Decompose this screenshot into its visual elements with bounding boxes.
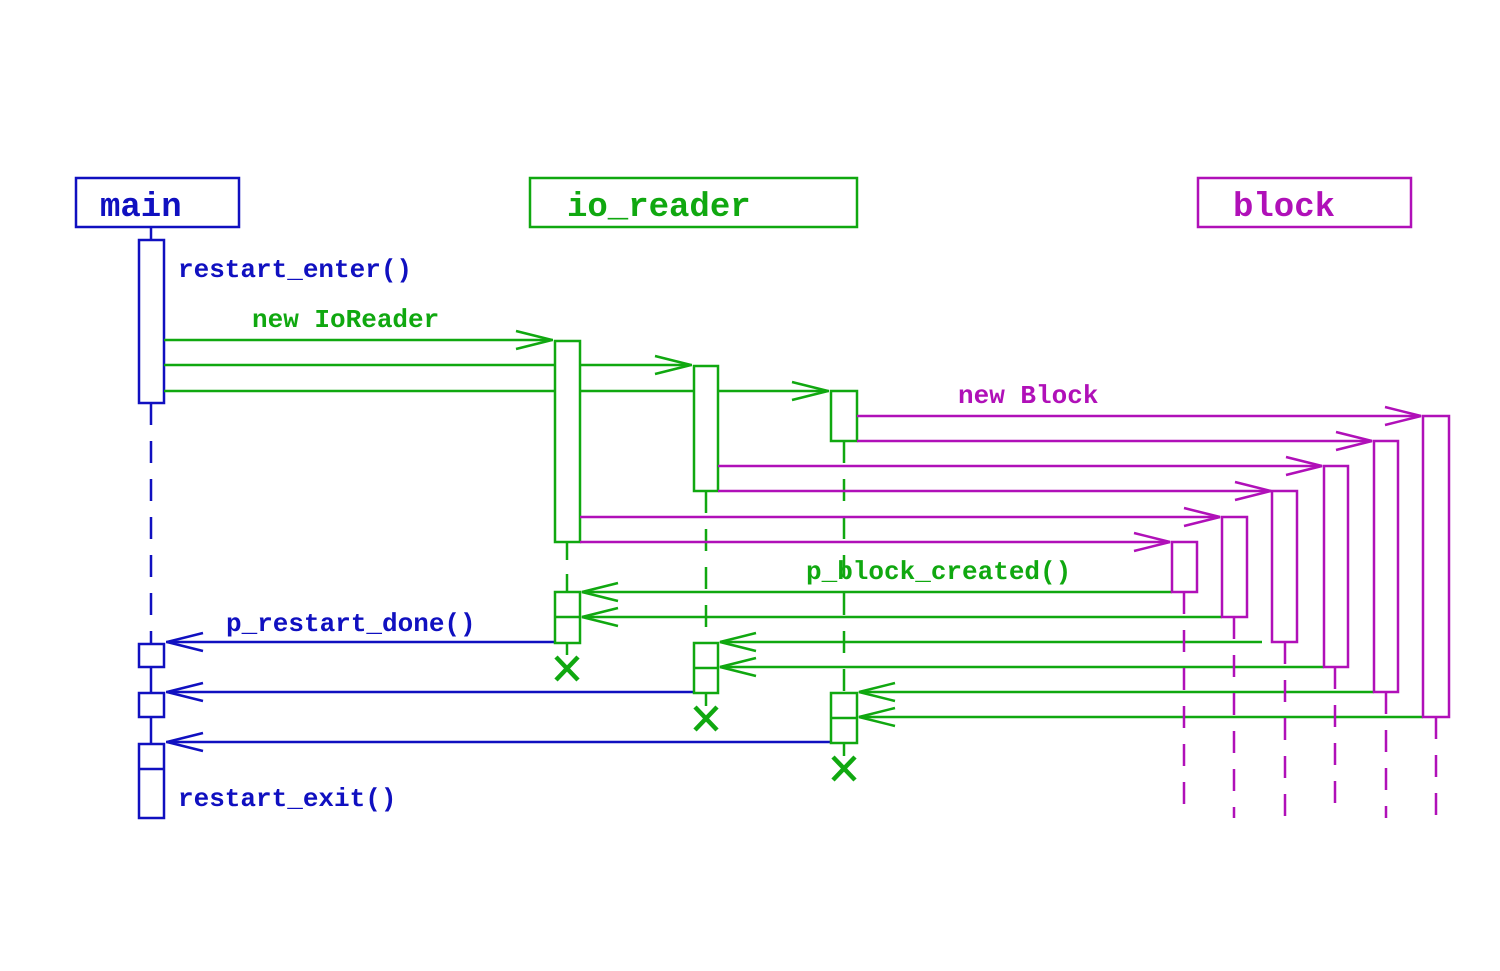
io-reader-participant-box (528, 176, 859, 229)
io-reader-labels: io_reader new IoReader p_block_created() (252, 189, 1071, 587)
block-6-activation (1421, 414, 1451, 719)
block-1-activation (1170, 540, 1199, 594)
main-group (74, 176, 831, 820)
main-activation-4 (137, 742, 166, 820)
new-block-arrowhead-3 (1285, 455, 1323, 477)
return-arrowhead-2 (166, 681, 204, 703)
new-ioreader-arrowhead-2 (654, 354, 692, 376)
new-ioreader-label: new IoReader (252, 305, 439, 335)
main-activation-2 (137, 642, 166, 669)
p-block-created-arrowhead-5 (858, 681, 896, 703)
block-participant-box (1196, 176, 1413, 229)
new-block-arrowhead-6 (1133, 531, 1171, 553)
new-block-arrowhead-5 (1183, 506, 1221, 528)
io-reader-2-activation (692, 364, 720, 493)
io-reader-group (164, 176, 1423, 782)
block-3-activation (1270, 489, 1299, 644)
io-reader-3-activation (829, 389, 859, 443)
block-4-activation (1322, 464, 1350, 669)
main-participant-label: main (100, 189, 182, 227)
io-reader-1-activation (553, 339, 582, 544)
p-block-created-arrowhead-1 (581, 581, 619, 603)
p-block-created-arrowhead-4 (719, 656, 757, 678)
new-ioreader-arrowhead-3 (791, 380, 829, 402)
new-ioreader-arrowhead-1 (515, 329, 553, 351)
block-participant-label: block (1233, 189, 1335, 227)
main-activation-1 (137, 238, 166, 405)
new-block-arrowhead-2 (1335, 430, 1373, 452)
p-block-created-arrowhead-2 (581, 606, 619, 628)
destroy-icon (554, 655, 580, 682)
main-participant-box (74, 176, 241, 229)
destroy-icon (693, 705, 719, 732)
restart-exit-label: restart_exit() (178, 784, 396, 814)
p-restart-done-label: p_restart_done() (226, 609, 476, 639)
restart-enter-label: restart_enter() (178, 255, 412, 285)
p-block-created-label: p_block_created() (806, 557, 1071, 587)
block-group (580, 176, 1451, 818)
p-block-created-arrowhead-3 (719, 631, 757, 653)
block-5-activation (1372, 439, 1400, 694)
main-activation-3 (137, 691, 166, 719)
main-labels: main restart_enter() p_restart_done() re… (100, 189, 476, 814)
return-arrowhead-1 (166, 631, 204, 653)
p-block-created-arrowhead-6 (858, 706, 896, 728)
return-arrowhead-3 (166, 731, 204, 753)
destroy-icon (831, 755, 857, 782)
block-labels: block new Block (958, 189, 1335, 411)
new-block-arrowhead-1 (1384, 405, 1422, 427)
new-block-label: new Block (958, 381, 1098, 411)
io-reader-participant-label: io_reader (567, 189, 751, 227)
block-2-activation (1220, 515, 1249, 619)
